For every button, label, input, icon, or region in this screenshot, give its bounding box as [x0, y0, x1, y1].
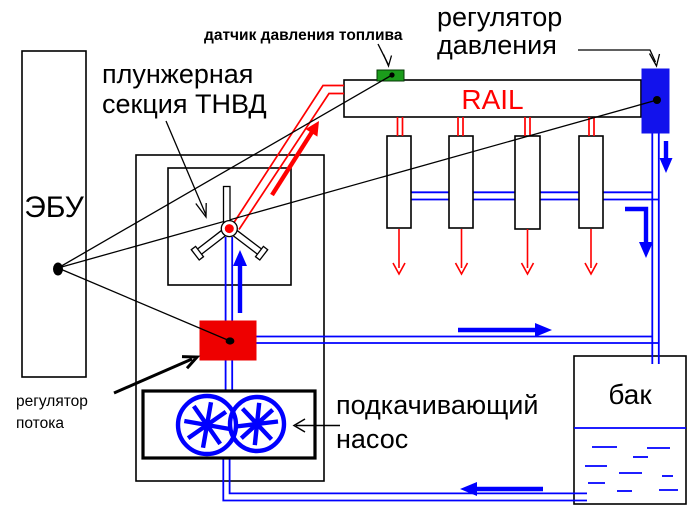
pressure-regulator-label: регулятор давления: [437, 2, 563, 60]
ecu-dot: [53, 262, 63, 276]
flow-regulator-dot: [225, 337, 235, 345]
impeller-spokes-left: [183, 401, 231, 449]
lift-pump-impellers: [175, 393, 287, 457]
ecu-signal-wires: [57, 74, 658, 342]
flow-arrow-suction-left: [460, 482, 543, 496]
flow-arrow-return-right: [458, 323, 552, 337]
tank-box: [573, 355, 687, 505]
rail-label: RAIL: [461, 84, 524, 115]
ecu-label: ЭБУ: [24, 191, 84, 224]
tank-fuel-dashes: [585, 446, 678, 492]
injector-3: [514, 135, 541, 230]
ecu-box: [21, 50, 87, 378]
injector-2: [448, 135, 474, 229]
lift-pump-label: подкачивающий насос: [336, 390, 539, 454]
wire-ecu-to-flow-regulator: [57, 267, 231, 342]
high-pressure-lines: [232, 84, 598, 276]
signal-connection-dots: [53, 72, 661, 345]
flow-arrow-high-pressure: [270, 121, 319, 197]
label-pointers: [113, 43, 661, 433]
flow-regulator-label: регулятор потока: [16, 393, 88, 432]
pointer-lift-pump-label: [292, 418, 340, 433]
pointer-plunger-label: [165, 120, 207, 219]
plunger-cam-hub: [224, 224, 234, 234]
tank-label: бак: [608, 379, 652, 410]
wire-ecu-to-pressure-regulator: [57, 99, 658, 269]
wire-ecu-to-sensor: [57, 74, 393, 269]
injector-1: [386, 135, 412, 229]
pointer-pressure-regulator-label: [578, 49, 661, 68]
injector-spray-arrows: [392, 229, 598, 276]
pointer-sensor-label: [377, 43, 393, 68]
sensor-dot: [389, 72, 395, 78]
flow-arrow-regulator-drain: [659, 141, 673, 173]
pointer-flow-regulator-label: [113, 355, 201, 395]
plunger-section-label: плунжерная секция ТНВД: [102, 59, 267, 119]
flow-arrow-leakoff-bend: [625, 206, 653, 258]
plunger-cam: [190, 185, 269, 261]
fuel-pressure-sensor-label: датчик давления топлива: [204, 27, 403, 44]
injector-4: [578, 135, 604, 229]
impeller-spokes-right: [235, 402, 279, 446]
flow-arrow-feed-up: [233, 250, 247, 313]
flow-arrows: [233, 121, 673, 496]
pressure-regulator-dot: [653, 96, 661, 104]
rail-box: [343, 79, 642, 118]
injectors: [386, 135, 604, 230]
